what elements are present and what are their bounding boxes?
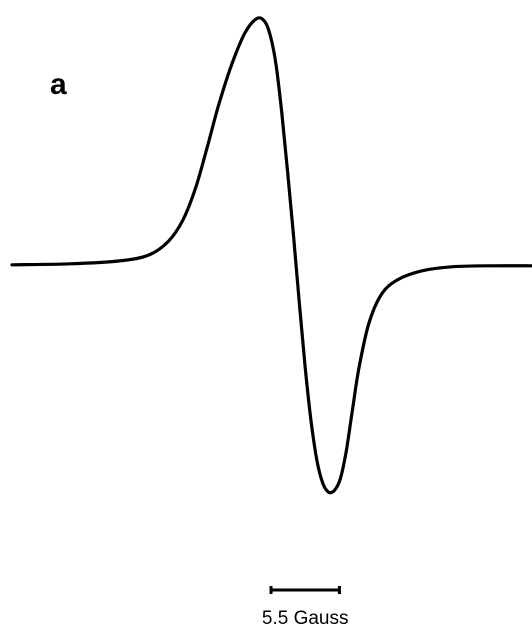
scale-bar-label: 5.5 Gauss: [262, 608, 349, 629]
panel-label: a: [50, 68, 67, 101]
scale-bar: [269, 586, 341, 594]
spectrum-trace-group: [10, 16, 532, 495]
spectrum-trace-0: [10, 16, 532, 495]
